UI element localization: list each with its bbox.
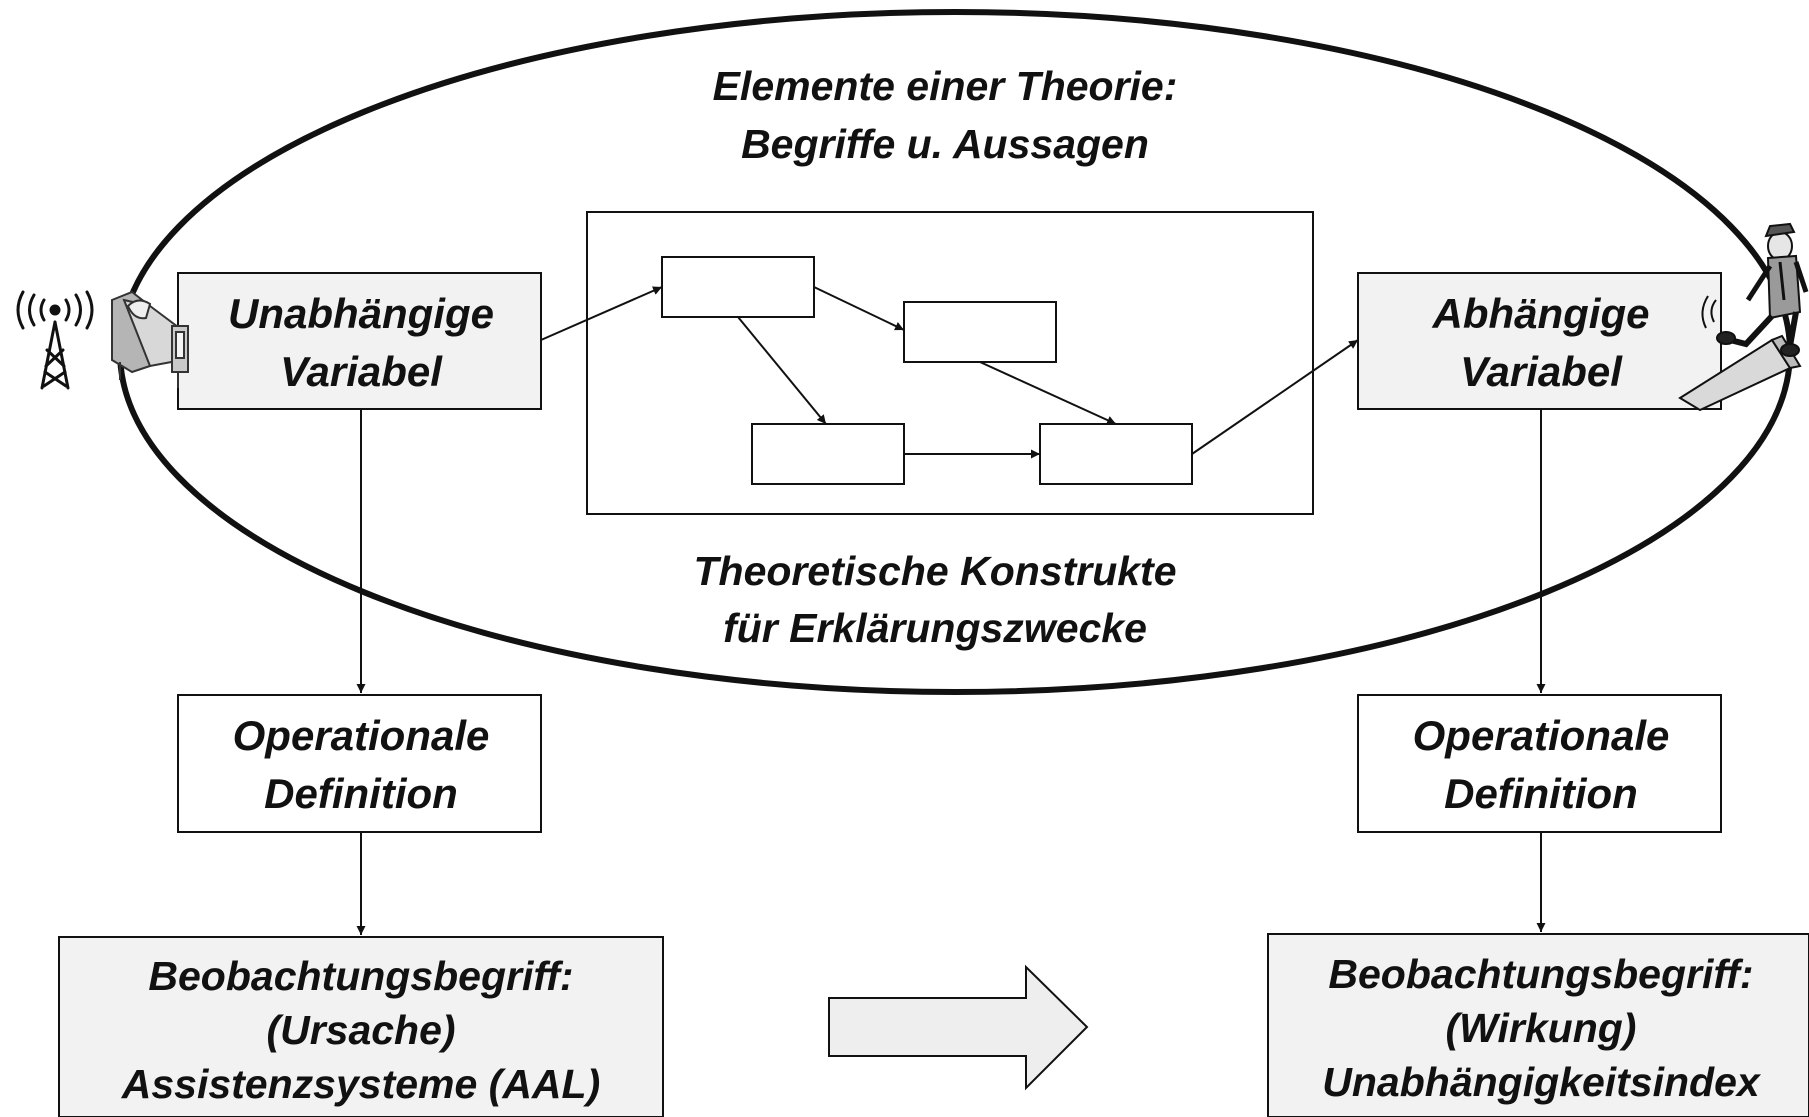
observation-right-line3: Unabhängigkeitsindex [1322, 1059, 1762, 1105]
operational-right-line1: Operationale [1413, 712, 1670, 759]
observation-left-line1: Beobachtungsbegriff: [148, 953, 573, 999]
constructs-caption-line2: für Erklärungszwecke [723, 605, 1147, 651]
operational-definition-right-box [1357, 694, 1722, 833]
theory-title-line2: Begriffe u. Aussagen [741, 121, 1149, 167]
man-on-flying-carpet-icon [1678, 222, 1809, 412]
observation-left-line2: (Ursache) [266, 1007, 455, 1053]
observation-left-box [58, 936, 664, 1117]
operational-left-line2: Definition [264, 770, 458, 817]
arrow-independent-to-construct [540, 286, 663, 341]
construct-box-2 [903, 301, 1057, 363]
arrow-box1-to-box3 [737, 316, 827, 425]
construct-box-3 [751, 423, 905, 485]
independent-variable-line1: Unabhängige [228, 290, 494, 337]
observation-left-line3: Assistenzsysteme (AAL) [121, 1061, 601, 1107]
observation-right-line2: (Wirkung) [1446, 1005, 1637, 1051]
cause-effect-block-arrow [828, 964, 1089, 1091]
observation-right-line1: Beobachtungsbegriff: [1328, 951, 1753, 997]
operational-right-line2: Definition [1444, 770, 1638, 817]
constructs-caption-line1: Theoretische Konstrukte [694, 548, 1177, 594]
operational-definition-left-box [177, 694, 542, 833]
theory-title-line1: Elemente einer Theorie: [713, 63, 1178, 109]
construct-box-1 [661, 256, 815, 318]
radio-tower-icon [16, 290, 94, 390]
operational-left-line1: Operationale [233, 712, 490, 759]
arrow-box2-to-box4 [979, 361, 1117, 425]
arrow-box1-to-box2 [813, 286, 905, 331]
dependent-variable-line1: Abhängige [1432, 290, 1650, 337]
independent-variable-box [177, 272, 542, 410]
dependent-variable-line2: Variabel [1460, 348, 1623, 395]
independent-variable-line2: Variabel [280, 348, 443, 395]
observation-right-box [1267, 933, 1809, 1117]
arrow-construct-to-dependent [1191, 339, 1359, 455]
construct-box-4 [1039, 423, 1193, 485]
hospital-bed-icon [111, 290, 189, 388]
